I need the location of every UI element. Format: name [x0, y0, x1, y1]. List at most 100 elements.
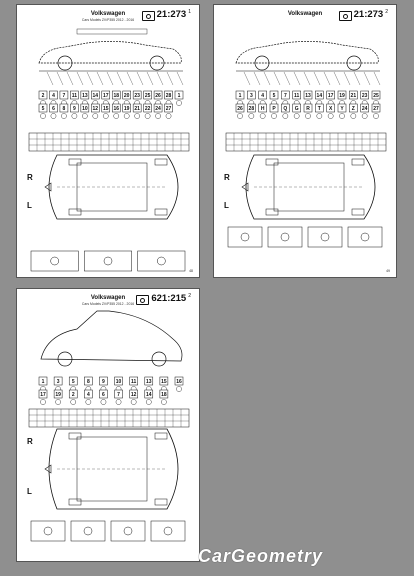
point-marker-label: Y [340, 106, 344, 112]
wheel-top [351, 208, 365, 216]
point-marker-label: Q [283, 106, 287, 112]
side-label-r: R [27, 437, 33, 446]
point-marker-box [101, 103, 111, 113]
point-marker-label: 16 [113, 106, 119, 112]
side-label-r: R [224, 173, 230, 182]
point-symbol [305, 113, 311, 119]
point-marker-label: 27 [373, 106, 379, 112]
point-marker-box [159, 376, 169, 386]
point-marker-box [101, 90, 111, 100]
point-marker-box [132, 103, 142, 113]
point-marker-box [114, 389, 123, 399]
leader-line [273, 71, 281, 86]
wheel-top [68, 208, 82, 216]
point-marker-box [84, 376, 93, 386]
car-top-outline [48, 428, 179, 510]
point-marker-box [53, 389, 63, 399]
leader-line [243, 71, 251, 86]
point-marker-label: 1 [178, 93, 181, 99]
point-marker-box [269, 103, 279, 113]
point-marker-box [111, 90, 121, 100]
point-marker-box [315, 103, 324, 113]
point-symbol [55, 399, 61, 405]
point-symbol [85, 399, 92, 405]
tool-icon [103, 256, 113, 266]
point-marker-box [258, 90, 267, 100]
point-marker-box [122, 103, 131, 113]
direction-arrow [44, 182, 52, 192]
point-marker-label: 4 [261, 93, 264, 99]
sheet-code-sup: 2 [188, 293, 191, 299]
camera-icon [338, 11, 352, 21]
sheet-code: 21:273 2 [338, 9, 388, 21]
leader-line [86, 71, 94, 86]
point-marker-label: 10 [116, 379, 122, 385]
point-symbol [123, 113, 130, 119]
point-marker-box [38, 376, 48, 386]
tool-icon [163, 526, 173, 536]
leader-line [176, 71, 184, 86]
point-marker-box [38, 103, 48, 113]
car-side-outline [235, 41, 379, 64]
point-marker-box [174, 90, 184, 100]
point-marker-label: Z [352, 106, 355, 112]
point-marker-label: 25 [373, 93, 379, 99]
point-marker-label: 24 [362, 106, 368, 112]
rear-wheel [346, 55, 362, 71]
wheel-top [351, 158, 365, 166]
point-symbol [40, 113, 46, 119]
point-marker-label: 17 [40, 392, 46, 398]
point-marker-label: 2 [42, 93, 45, 99]
car-side-outline [40, 310, 183, 362]
sheet-subtitle: Cars Models ZV/P355 2012 - 2016 [81, 302, 135, 306]
point-marker-box [164, 103, 173, 113]
wheel-top [68, 158, 82, 166]
point-marker-box [114, 376, 123, 386]
car-top-outline [245, 154, 376, 220]
point-marker-label: 7 [284, 93, 287, 99]
point-marker-label: H [261, 106, 265, 112]
leader-line [293, 71, 301, 86]
point-marker-label: 19 [124, 106, 130, 112]
point-marker-label: 4 [52, 93, 55, 99]
point-marker-label: 14 [317, 93, 323, 99]
tool-icon [360, 232, 370, 242]
point-marker-box [360, 90, 369, 100]
point-marker-box [38, 389, 48, 399]
point-marker-label: G [295, 106, 299, 112]
point-marker-label: 27 [166, 106, 172, 112]
direction-arrow [241, 182, 249, 192]
point-marker-label: 25 [145, 93, 151, 99]
point-marker-box [84, 389, 93, 399]
point-marker-box [122, 90, 131, 100]
point-symbol [361, 113, 368, 119]
point-marker-label: 19 [55, 392, 61, 398]
wheel-top [154, 432, 168, 440]
sheet-code-value: 21:273 [156, 9, 187, 20]
tool-illustration-box [84, 250, 132, 272]
leader-line [116, 71, 124, 86]
point-marker-label: 17 [103, 93, 109, 99]
point-marker-box [349, 103, 358, 113]
point-marker-box [281, 90, 290, 100]
point-symbol [327, 113, 334, 119]
tool-icon [280, 232, 290, 242]
wheel-top [154, 158, 168, 166]
tool-icon [320, 232, 330, 242]
point-symbol [113, 113, 120, 119]
point-symbol [259, 113, 266, 119]
point-marker-box [70, 90, 79, 100]
point-marker-box [59, 90, 69, 100]
leader-line [76, 71, 84, 86]
point-marker-box [326, 103, 335, 113]
leader-line [56, 71, 64, 86]
point-symbol [248, 113, 255, 119]
point-marker-box [144, 389, 154, 399]
point-marker-box [247, 103, 256, 113]
point-marker-box [315, 90, 324, 100]
tool-icon [240, 232, 250, 242]
point-symbol [115, 399, 122, 405]
sheet-code: 621:215 2 [136, 293, 191, 305]
point-marker-label: 1 [42, 379, 45, 385]
